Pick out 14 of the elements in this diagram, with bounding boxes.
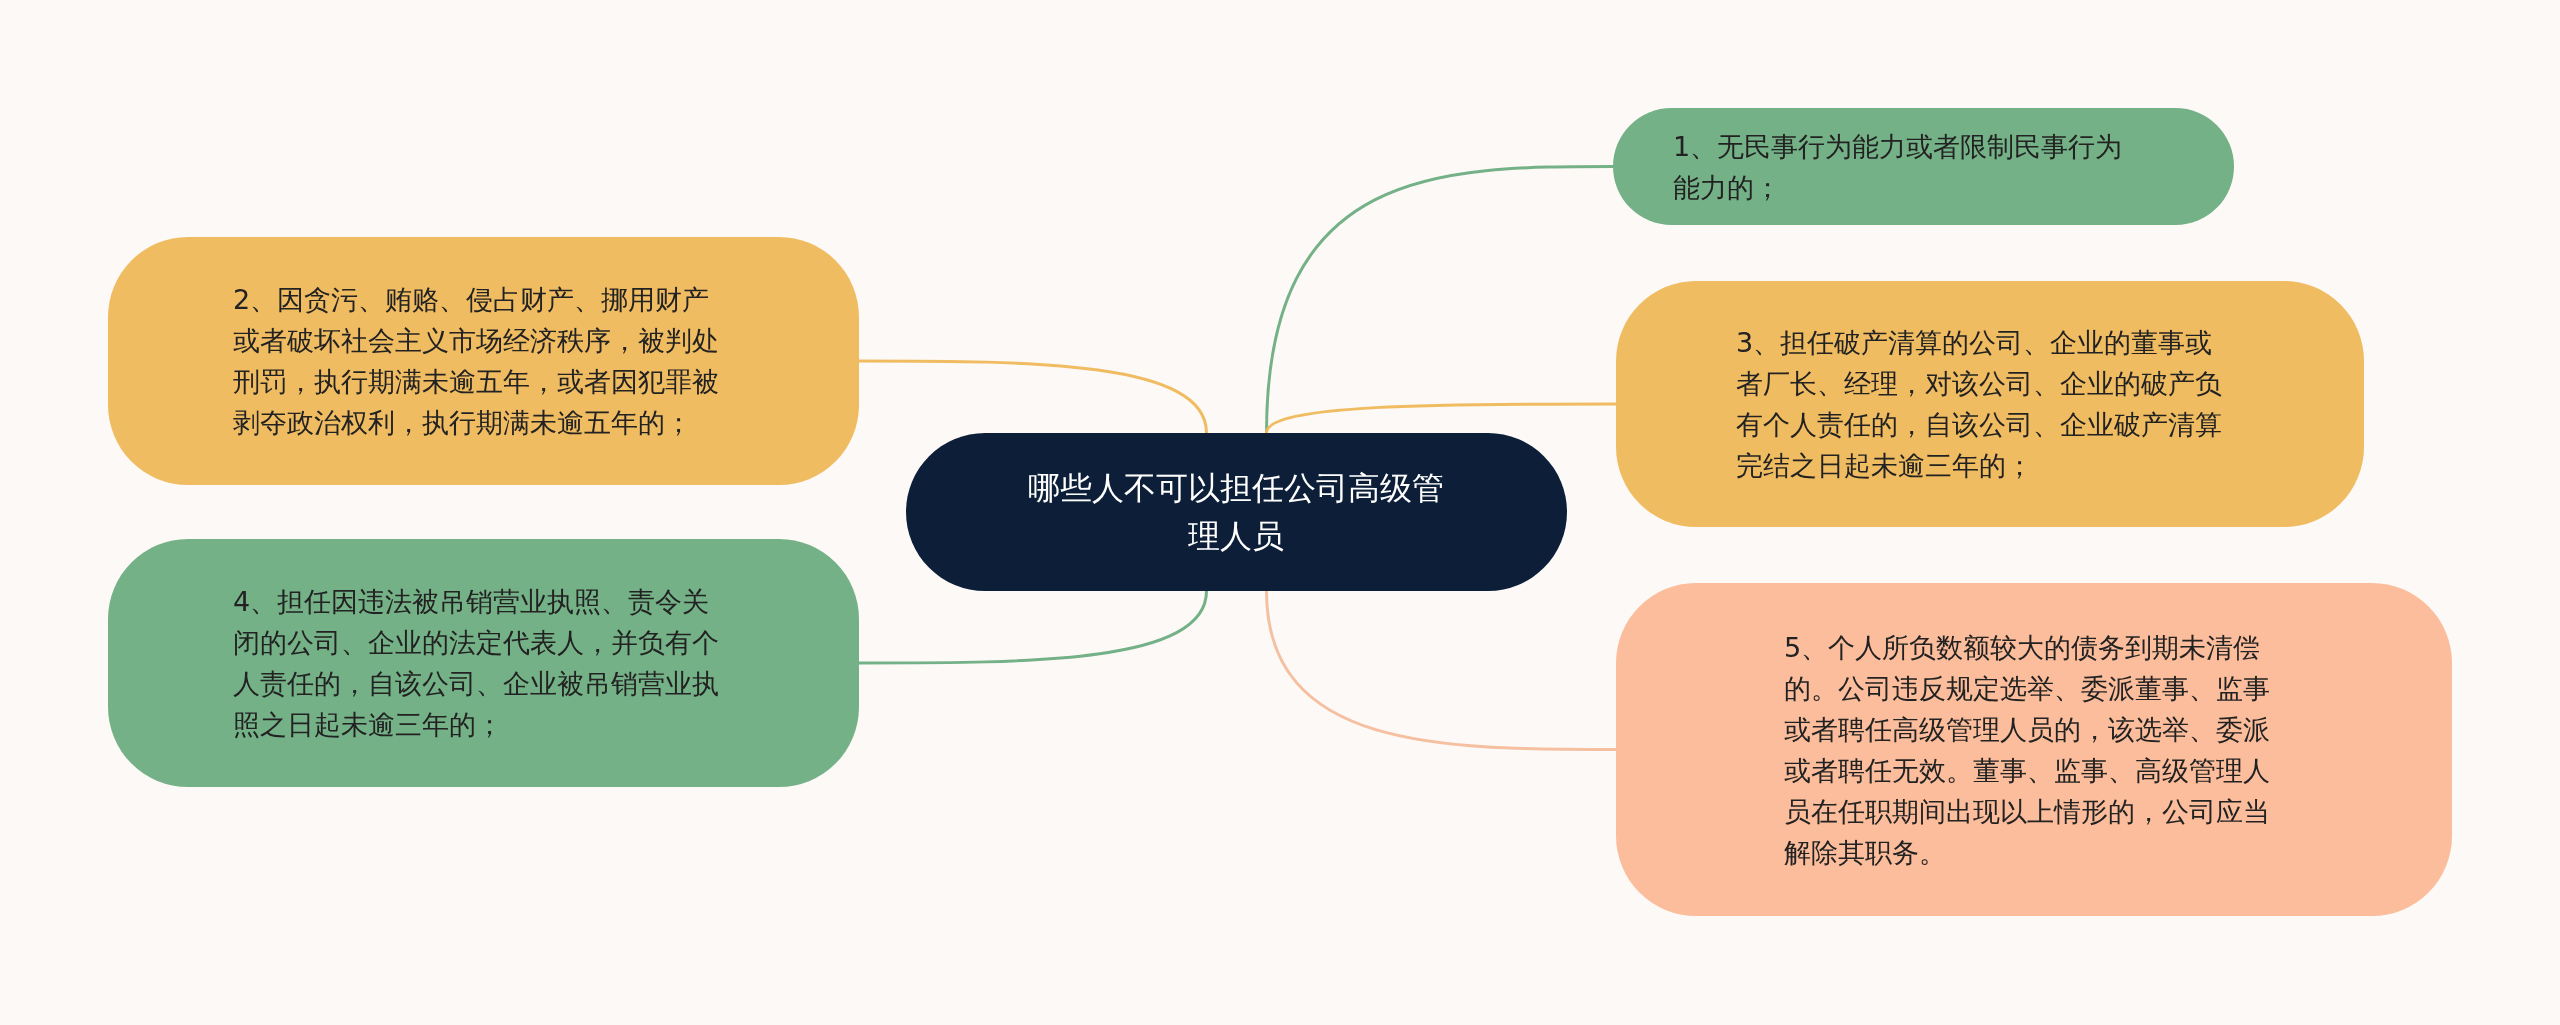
- branch-topic-node: [1616, 281, 2364, 527]
- branch-topic-node: [108, 539, 859, 787]
- connector-line: [1265, 402, 1616, 434]
- branch-topic-text: 1、无民事行为能力或者限制民事行为能力的；: [1673, 129, 2124, 205]
- connector-line: [1265, 590, 1616, 751]
- branch-topic-text: 3、担任破产清算的公司、企业的董事或者厂长、经理，对该公司、企业的破产负有个人责任的，自该公司、企业破产清算完结之日起未逾三年的；: [1736, 326, 2223, 483]
- branch-topic-text: 5、个人所负数额较大的债务到期未清偿的。公司违反规定选举、委派董事、监事或者聘任高级管理人员的，该选举、委派或者聘任无效。董事、监事、高级管理人员在任职期间出现以上情形的，公司应当解除其职务。: [1784, 630, 2271, 870]
- central-topic-text: 哪些人不可以担任公司高级管理人员: [1027, 468, 1445, 557]
- branch-topic-node: [1616, 583, 2452, 916]
- branch-topic-text: 4、担任因违法被吊销营业执照、责令关闭的公司、企业的法定代表人，并负有个人责任的，自该公司、企业被吊销营业执照之日起未逾三年的；: [233, 585, 720, 742]
- connector-line: [859, 590, 1208, 665]
- branch-topic-node: [108, 237, 859, 485]
- connector-line: [859, 359, 1208, 434]
- branch-topic-text: 2、因贪污、贿赂、侵占财产、挪用财产或者破坏社会主义市场经济秩序，被判处刑罚，执行期满未逾五年，或者因犯罪被剥夺政治权利，执行期满未逾五年的；: [233, 283, 720, 440]
